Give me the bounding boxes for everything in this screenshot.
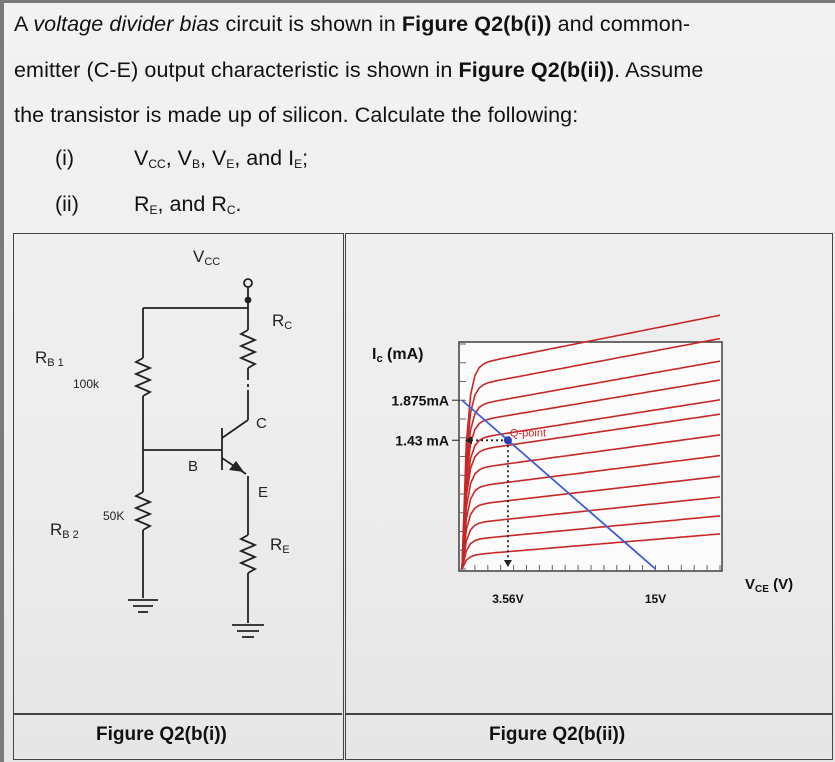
load-line <box>461 399 657 570</box>
rb2-label: RB 2 <box>50 520 79 541</box>
characteristic-curve <box>461 496 721 570</box>
ground-right <box>232 624 264 638</box>
y-axis-label: Ic (mA) <box>372 346 423 365</box>
rb1-resistor <box>133 357 153 397</box>
rb2-resistor <box>133 491 153 531</box>
item-2-text: RE, and RC. <box>134 192 242 217</box>
q-arrow-left-icon <box>465 436 472 445</box>
text: A <box>14 12 34 36</box>
t: R <box>134 192 150 216</box>
t: , and R <box>157 192 227 216</box>
re-label: RE <box>270 535 290 556</box>
text: circuit is shown in <box>219 12 402 36</box>
s: C <box>226 203 236 217</box>
item-2-number: (ii) <box>55 192 79 216</box>
caption-figure-left: Figure Q2(b(i)) <box>96 724 227 745</box>
caption-divider-left <box>14 713 342 715</box>
characteristic-curve <box>461 379 721 570</box>
characteristic-curve <box>461 314 721 570</box>
y-tick-label: 1.43 mA <box>395 432 449 448</box>
left-border <box>0 0 4 762</box>
caption-figure-right: Figure Q2(b(ii)) <box>489 724 626 745</box>
rb1-label: RB 1 <box>35 348 64 369</box>
figure-ref: Figure Q2(b(i)) <box>401 12 552 36</box>
s: B <box>191 157 200 171</box>
emitter-arrow <box>229 461 244 472</box>
t: , V <box>200 146 227 170</box>
figure-right-box <box>345 233 833 760</box>
circuit-diagram: VCC RC RB 1 100k C B E 50K RB 2 RE <box>35 247 292 638</box>
q-point-label: Q-point <box>510 427 546 439</box>
text: and common- <box>551 12 691 36</box>
text: . Assume <box>614 58 704 82</box>
characteristic-curve <box>461 337 721 570</box>
characteristic-curve <box>461 515 721 570</box>
characteristic-curve <box>461 533 721 570</box>
s: E <box>226 157 235 171</box>
characteristic-curve <box>461 475 721 570</box>
t: V <box>134 146 149 170</box>
emitter-label: E <box>258 484 268 501</box>
vcc-label: VCC <box>193 247 220 268</box>
rc-label: RC <box>272 311 292 332</box>
rb2-value: 50K <box>103 509 124 523</box>
s: E <box>294 157 303 171</box>
s: CC <box>148 157 166 171</box>
x-axis-label: VCE (V) <box>745 576 793 595</box>
characteristic-curve <box>461 360 721 570</box>
question-line-2: emitter (C-E) output characteristic is s… <box>14 56 703 84</box>
text: emitter (C-E) output characteristic is s… <box>14 58 459 82</box>
item-1-number: (i) <box>55 146 75 170</box>
t: , V <box>165 146 192 170</box>
re-resistor <box>238 534 258 574</box>
italic-term: voltage divider bias <box>33 12 220 36</box>
rc-resistor <box>238 329 258 369</box>
x-tick-label: 3.56V <box>492 592 523 606</box>
ce-characteristic-chart: Q-point Ic (mA) VCE (V) 1.875mA 1.43 mA 3.… <box>372 314 793 606</box>
t: ; <box>302 146 309 170</box>
s: E <box>149 203 158 217</box>
characteristic-curve <box>461 413 721 570</box>
base-label: B <box>188 458 198 475</box>
top-border <box>0 0 835 3</box>
question-line-1: A voltage divider bias circuit is shown … <box>14 10 690 38</box>
collector-label: C <box>256 415 267 432</box>
t: , and I <box>234 146 295 170</box>
y-tick-label: 1.875mA <box>391 392 449 408</box>
ground-left <box>128 599 158 613</box>
characteristic-curve <box>461 454 721 570</box>
rb1-value: 100k <box>73 377 100 391</box>
q-point-marker <box>503 436 512 445</box>
question-line-3: the transistor is made up of silicon. Ca… <box>14 103 579 127</box>
t: . <box>235 192 242 216</box>
figure-ref: Figure Q2(b(ii)) <box>458 58 615 82</box>
q-arrow-down-icon <box>503 560 512 567</box>
x-tick-label: 15V <box>645 592 666 606</box>
item-1-text: VCC, VB, VE, and IE; <box>134 146 308 171</box>
caption-divider-right <box>346 713 832 715</box>
characteristic-curve <box>461 434 721 570</box>
figure-left-box <box>13 233 344 760</box>
characteristic-curve <box>461 399 721 570</box>
